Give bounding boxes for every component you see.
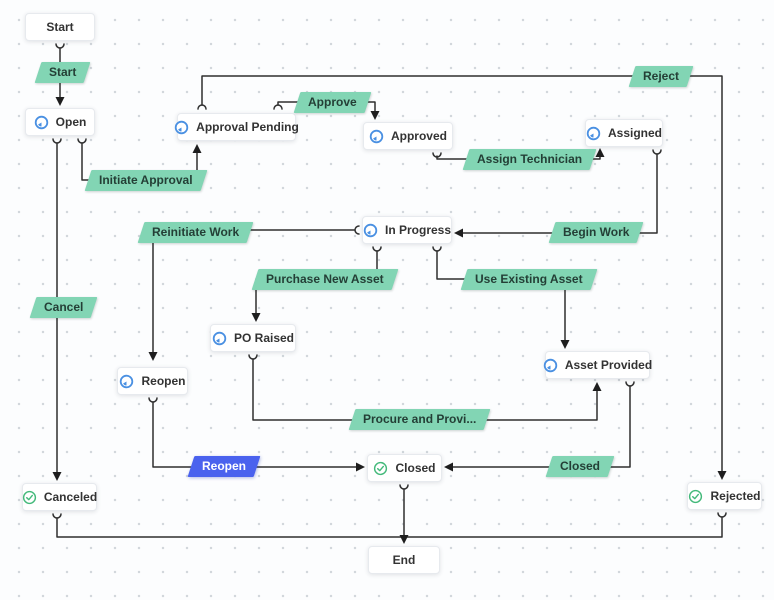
- transition-label-purchase-new-asset[interactable]: Purchase New Asset: [251, 269, 399, 290]
- in-progress-icon: [174, 120, 189, 135]
- state-label: Open: [55, 115, 87, 129]
- state-label: Rejected: [710, 489, 761, 503]
- state-node-rejected[interactable]: Rejected: [687, 482, 762, 510]
- state-node-approved[interactable]: Approved: [363, 122, 453, 150]
- state-label: Reopen: [141, 374, 186, 388]
- transition-label-cancel[interactable]: Cancel: [29, 297, 98, 318]
- state-node-open[interactable]: Open: [25, 108, 95, 136]
- completed-icon: [688, 489, 703, 504]
- in-progress-icon: [363, 223, 378, 238]
- in-progress-icon: [34, 115, 49, 130]
- in-progress-icon: [586, 126, 601, 141]
- state-label: Start: [46, 20, 74, 34]
- completed-icon: [22, 490, 37, 505]
- in-progress-icon: [119, 374, 134, 389]
- transition-label-reject[interactable]: Reject: [628, 66, 694, 87]
- transition-label-start[interactable]: Start: [34, 62, 91, 83]
- transition-label-initiate-approval[interactable]: Initiate Approval: [84, 170, 207, 191]
- edge-rejected-end: [403, 516, 723, 538]
- state-label: Assigned: [608, 126, 663, 140]
- state-node-reopen[interactable]: Reopen: [117, 367, 188, 395]
- edge-in-progress-asset-provided: [436, 250, 566, 341]
- transition-label-procure-and-provide[interactable]: Procure and Provi...: [348, 409, 491, 430]
- state-node-asset-provided[interactable]: Asset Provided: [543, 351, 653, 379]
- in-progress-icon: [369, 129, 384, 144]
- edge-assigned-in-progress: [462, 153, 658, 234]
- state-label: Approved: [390, 129, 447, 143]
- state-node-in-progress[interactable]: In Progress: [362, 216, 452, 244]
- edge-canceled-end: [56, 517, 405, 538]
- transition-label-begin-work[interactable]: Begin Work: [548, 222, 644, 243]
- in-progress-icon: [212, 331, 227, 346]
- state-label: In Progress: [384, 223, 452, 237]
- state-label: Approval Pending: [196, 120, 299, 134]
- state-label: Asset Provided: [564, 358, 653, 372]
- completed-icon: [373, 461, 388, 476]
- in-progress-icon: [543, 358, 558, 373]
- state-node-approval-pending[interactable]: Approval Pending: [174, 113, 299, 141]
- transition-label-assign-technician[interactable]: Assign Technician: [462, 149, 597, 170]
- edge-asset-provided-closed: [452, 385, 631, 468]
- state-node-assigned[interactable]: Assigned: [585, 119, 663, 147]
- state-label: End: [392, 553, 416, 567]
- transition-label-reinitiate-work[interactable]: Reinitiate Work: [137, 222, 254, 243]
- state-node-po-raised[interactable]: PO Raised: [210, 324, 296, 352]
- state-label: PO Raised: [233, 331, 295, 345]
- state-label: Canceled: [43, 490, 98, 504]
- state-node-closed[interactable]: Closed: [367, 454, 442, 482]
- edge-reopen-closed: [152, 401, 357, 468]
- edge-approval-pending-rejected: [201, 75, 723, 472]
- transition-label-approve[interactable]: Approve: [293, 92, 372, 113]
- state-label: Closed: [395, 461, 436, 475]
- state-node-end[interactable]: End: [368, 546, 440, 574]
- transition-label-use-existing-asset[interactable]: Use Existing Asset: [460, 269, 598, 290]
- state-node-start[interactable]: Start: [25, 13, 95, 41]
- transition-label-closed[interactable]: Closed: [545, 456, 615, 477]
- state-node-canceled[interactable]: Canceled: [22, 483, 97, 511]
- transition-label-reopen-selected[interactable]: Reopen: [187, 456, 261, 477]
